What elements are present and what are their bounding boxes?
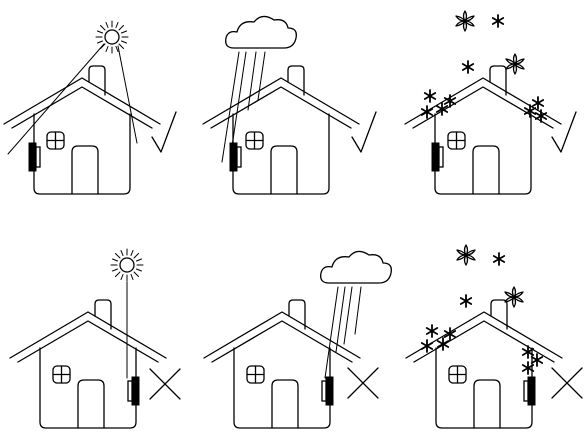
snowflake-icon bbox=[463, 61, 473, 73]
outdoor-unit-icon bbox=[524, 377, 535, 405]
panel-sun-correct bbox=[4, 21, 176, 194]
house-icon bbox=[4, 66, 160, 194]
snowflake-icon bbox=[425, 90, 435, 102]
outdoor-unit-icon bbox=[128, 377, 139, 405]
snowflake-icon bbox=[457, 245, 475, 265]
snowflake-icon bbox=[525, 105, 535, 117]
snowflake-icon bbox=[422, 340, 432, 352]
snowflakes bbox=[422, 245, 542, 374]
check-mark-icon bbox=[152, 112, 176, 152]
check-mark-icon bbox=[552, 112, 576, 152]
snowflakes bbox=[422, 11, 546, 122]
panel-sun-incorrect bbox=[10, 249, 180, 428]
rain-lines bbox=[222, 52, 265, 162]
snowflake-icon bbox=[438, 338, 448, 350]
snowflake-icon bbox=[461, 295, 471, 307]
snowflake-icon bbox=[445, 95, 455, 107]
house-icon bbox=[406, 300, 562, 428]
panel-snow-correct bbox=[405, 11, 576, 194]
snowflake-icon bbox=[493, 15, 503, 27]
rain-cloud-icon bbox=[226, 16, 297, 48]
outdoor-unit-icon bbox=[29, 143, 40, 171]
snowflake-icon bbox=[533, 97, 543, 109]
house-icon bbox=[405, 66, 561, 194]
snowflake-icon bbox=[427, 325, 437, 337]
outdoor-unit-icon bbox=[322, 377, 333, 405]
house-icon bbox=[10, 300, 166, 428]
outdoor-unit-icon bbox=[432, 143, 443, 171]
check-mark-icon bbox=[352, 112, 376, 152]
snowflake-icon bbox=[505, 287, 523, 307]
cross-mark-icon bbox=[150, 369, 180, 399]
cross-mark-icon bbox=[348, 368, 378, 398]
panel-snow-incorrect bbox=[406, 245, 582, 428]
cross-mark-icon bbox=[552, 368, 582, 398]
snowflake-icon bbox=[494, 253, 504, 265]
snowflake-icon bbox=[422, 106, 432, 118]
panel-rain-incorrect bbox=[204, 251, 391, 428]
snowflake-icon bbox=[456, 11, 474, 31]
sun-icon bbox=[111, 249, 143, 281]
house-icon bbox=[204, 300, 360, 428]
rain-cloud-icon bbox=[321, 251, 392, 283]
snowflake-icon bbox=[506, 54, 524, 74]
panel-rain-correct bbox=[203, 16, 376, 194]
house-icon bbox=[203, 66, 359, 194]
snowflake-icon bbox=[536, 110, 546, 122]
